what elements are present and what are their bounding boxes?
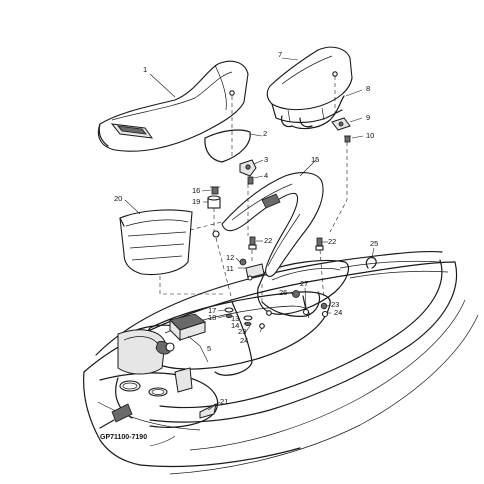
callout-25: 25 bbox=[370, 239, 378, 248]
callout-24-right: 24 bbox=[334, 308, 342, 317]
callout-12: 12 bbox=[226, 253, 234, 262]
callout-11: 11 bbox=[226, 264, 234, 273]
part-5-switch-box bbox=[165, 313, 206, 352]
part-9-bracket bbox=[331, 117, 351, 131]
callout-22-left: 22 bbox=[264, 236, 272, 245]
part-8-strap bbox=[291, 95, 345, 130]
part-1-front-seat bbox=[97, 60, 249, 152]
part-20-storage-bin bbox=[119, 209, 193, 276]
callout-9: 9 bbox=[366, 113, 370, 122]
callout-13: 13 bbox=[231, 314, 239, 323]
callout-10: 10 bbox=[366, 131, 374, 140]
deck-block bbox=[174, 367, 193, 393]
storage-compartment-lid bbox=[117, 329, 171, 375]
callout-3: 3 bbox=[264, 155, 268, 164]
callout-27: 27 bbox=[300, 279, 308, 288]
callout-2: 2 bbox=[263, 129, 267, 138]
hull-deck bbox=[83, 250, 479, 475]
callout-23-left: 23 bbox=[238, 327, 246, 336]
part-code: GP71100-7190 bbox=[100, 434, 147, 441]
part-22-fastener-left bbox=[248, 236, 257, 250]
callout-labels: 1 2 3 4 5 7 8 9 10 11 12 13 14 15 16 17 … bbox=[114, 50, 378, 406]
part-10-bolt bbox=[344, 135, 351, 143]
part-11-12-hinge bbox=[239, 258, 265, 281]
callout-17: 17 bbox=[208, 306, 216, 315]
latch-cable bbox=[214, 301, 253, 376]
hatch-cable bbox=[261, 291, 321, 317]
callout-4: 4 bbox=[264, 171, 268, 180]
right-fasteners bbox=[259, 302, 329, 329]
callout-22-right: 22 bbox=[328, 237, 336, 246]
part-4-bolt bbox=[247, 176, 254, 185]
leader-lines bbox=[124, 57, 375, 447]
part-22-fastener-right bbox=[315, 237, 324, 251]
callout-1: 1 bbox=[143, 65, 147, 74]
part-19-cap bbox=[207, 195, 221, 209]
callout-15: 15 bbox=[311, 155, 319, 164]
part-7-rear-seat bbox=[266, 46, 353, 128]
part-16-bolt bbox=[210, 186, 220, 195]
bow-plaque bbox=[99, 403, 133, 429]
callout-26: 26 bbox=[279, 288, 287, 297]
part-25-hook bbox=[365, 257, 377, 269]
part-26-27-latch bbox=[292, 290, 310, 316]
callout-5: 5 bbox=[207, 344, 211, 353]
callout-8: 8 bbox=[366, 84, 370, 93]
callout-14: 14 bbox=[231, 321, 239, 330]
callout-24-left: 24 bbox=[240, 336, 248, 345]
assembly-guide-lines bbox=[159, 76, 348, 304]
callout-21: 21 bbox=[220, 397, 228, 406]
callout-23-right: 23 bbox=[331, 300, 339, 309]
part-2-seat-gasket bbox=[204, 129, 251, 163]
part-15-liner bbox=[212, 172, 324, 277]
part-3-latch bbox=[239, 159, 257, 177]
cup-holders bbox=[119, 380, 168, 397]
callout-18: 18 bbox=[208, 313, 216, 322]
callout-19: 19 bbox=[192, 197, 200, 206]
callout-20: 20 bbox=[114, 194, 122, 203]
callout-16: 16 bbox=[192, 186, 200, 195]
callout-7: 7 bbox=[278, 50, 282, 59]
